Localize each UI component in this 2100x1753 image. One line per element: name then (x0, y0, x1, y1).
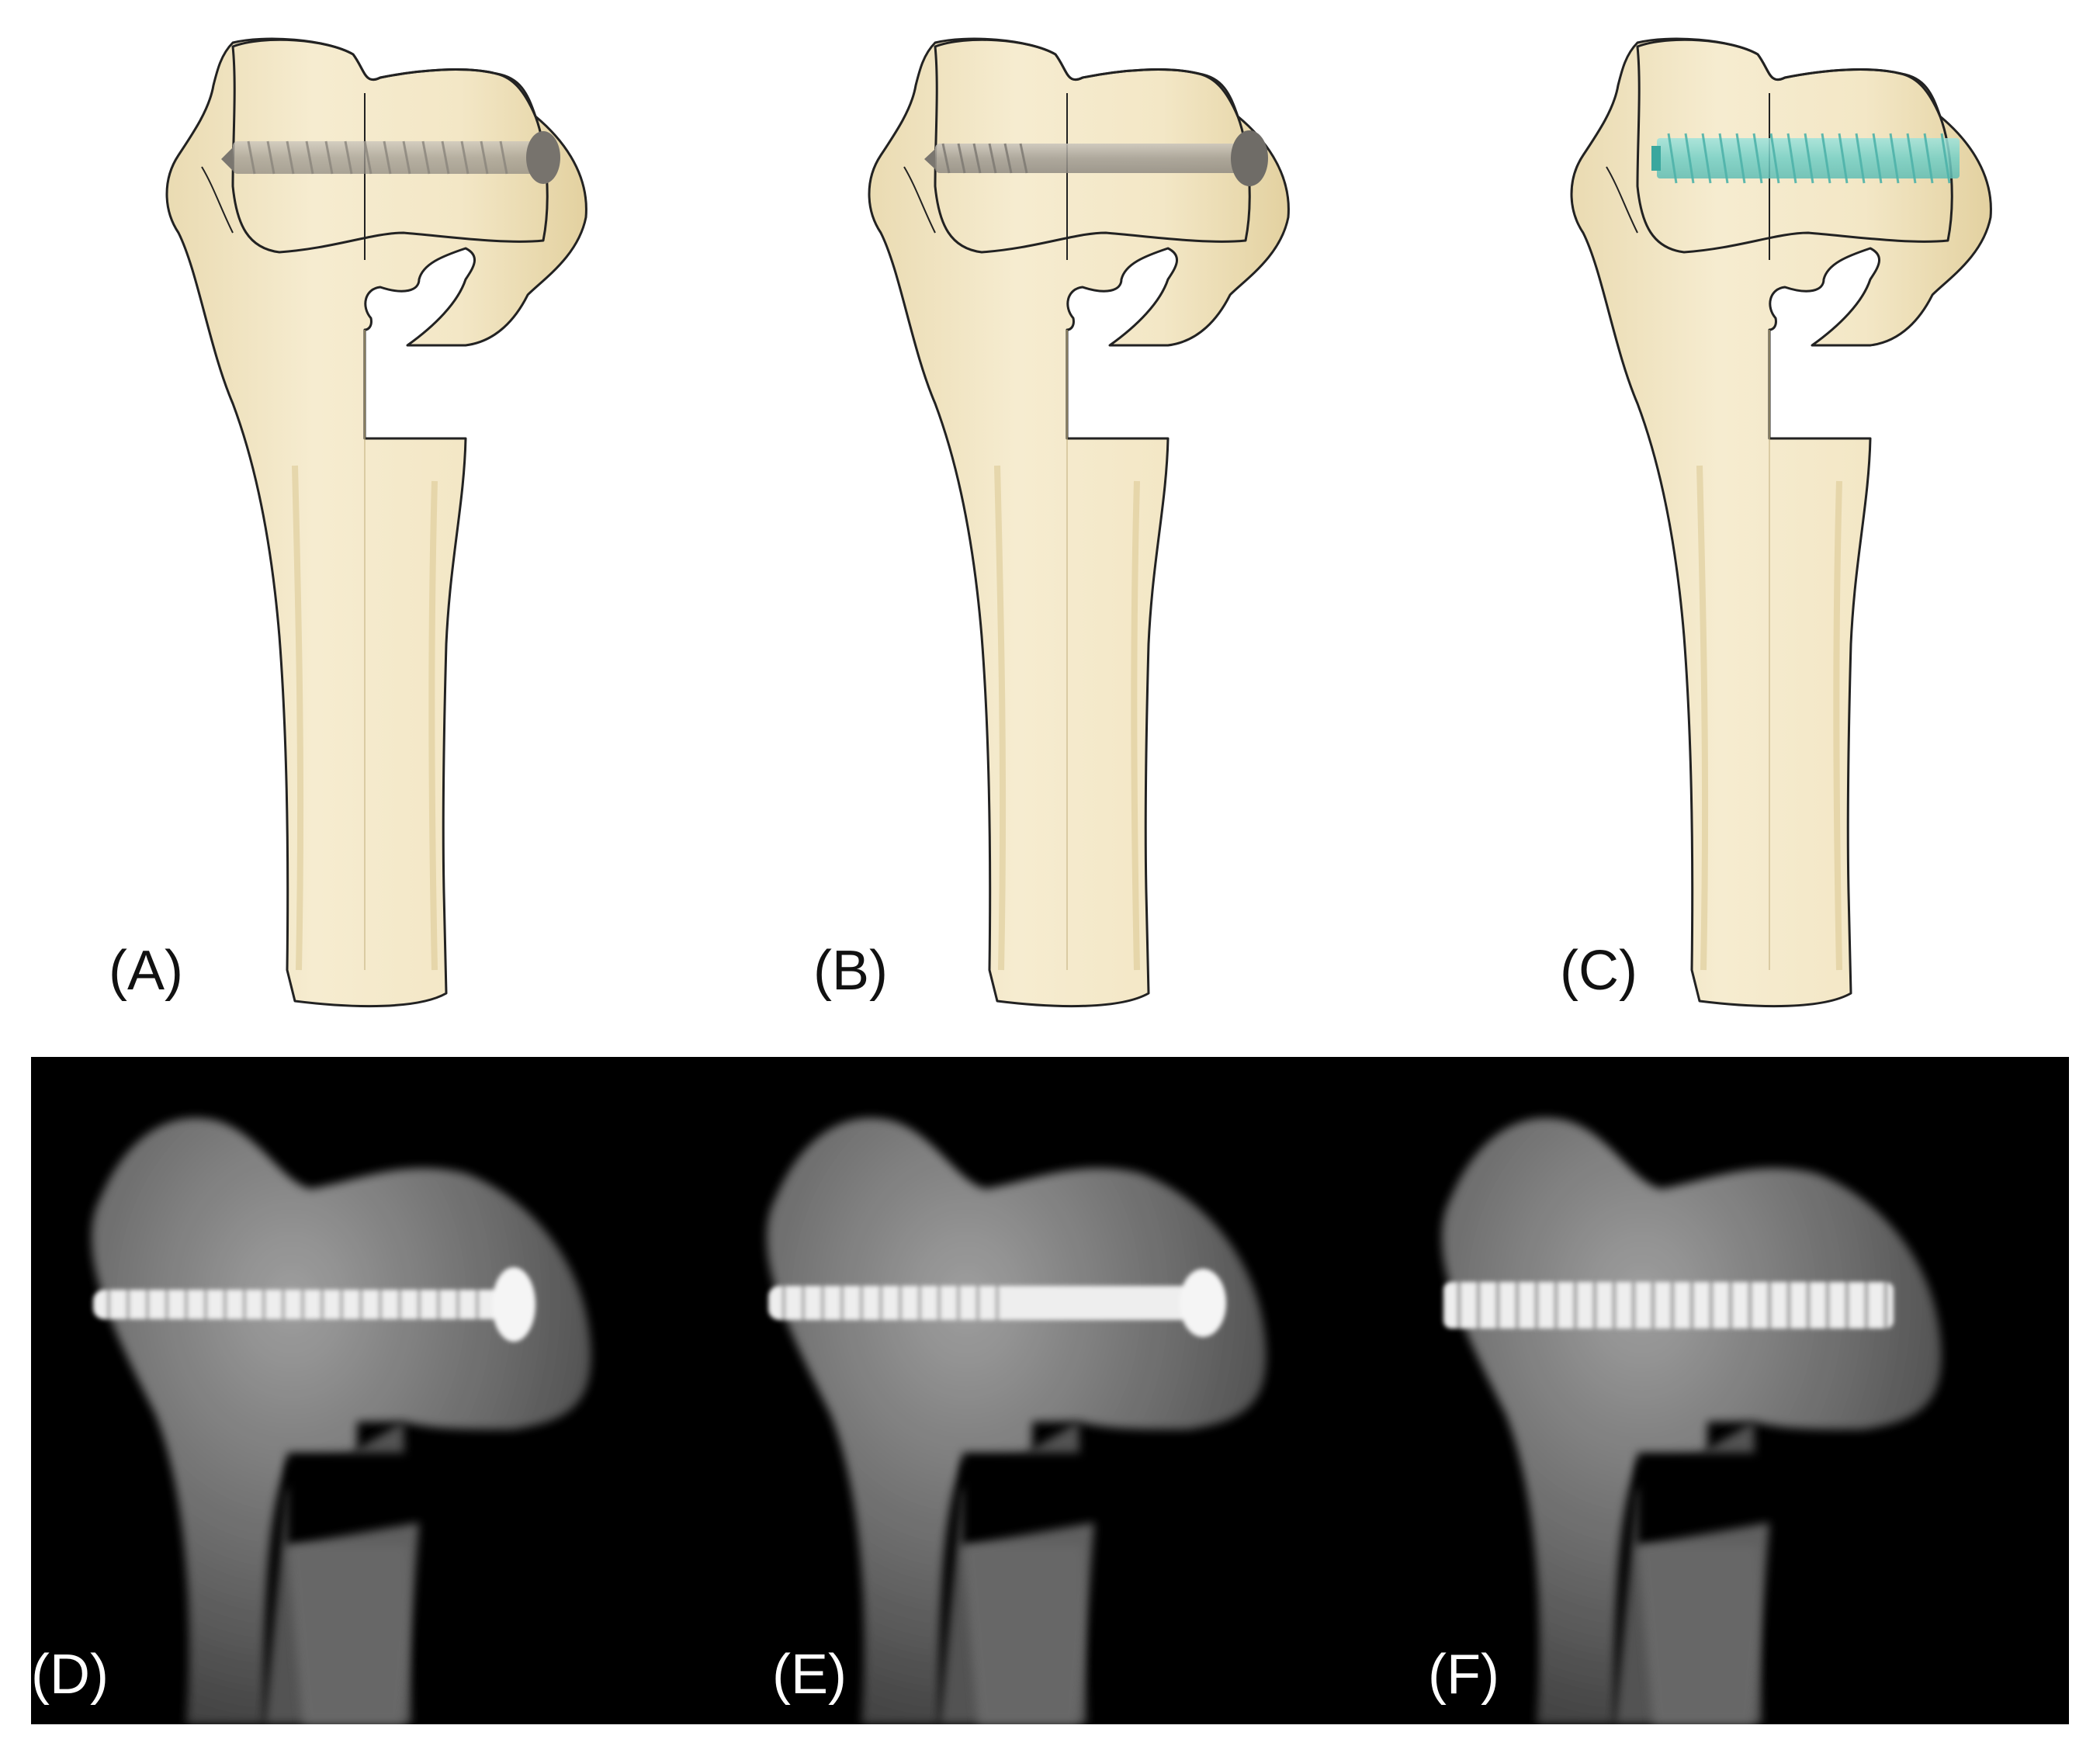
xray-screw (93, 1267, 535, 1342)
panel-label-a: (A) (109, 940, 183, 1002)
cortical-screw (221, 131, 560, 184)
xray-f-image (1381, 1057, 2064, 1724)
xray-screw (1443, 1282, 1894, 1329)
panel-label-d: (D) (31, 1644, 109, 1706)
panel-a-illustration (0, 0, 698, 1040)
panel-c-illustration (1405, 0, 2100, 1040)
panel-label-f: (F) (1428, 1644, 1499, 1706)
teal-cancellous-screw (1651, 133, 1960, 184)
panel-b-illustration (702, 0, 1401, 1040)
panel-label-c: (C) (1560, 940, 1637, 1002)
panel-label-e: (E) (772, 1644, 847, 1706)
xray-row: (D) (E) (F) (31, 1057, 2069, 1724)
xray-screw (768, 1269, 1226, 1337)
panel-label-b: (B) (813, 940, 888, 1002)
illustration-row: (A) (B) (C) (0, 0, 2100, 1040)
xray-d-image (31, 1057, 714, 1724)
shaft-screw (924, 130, 1268, 186)
xray-e-image (706, 1057, 1389, 1724)
